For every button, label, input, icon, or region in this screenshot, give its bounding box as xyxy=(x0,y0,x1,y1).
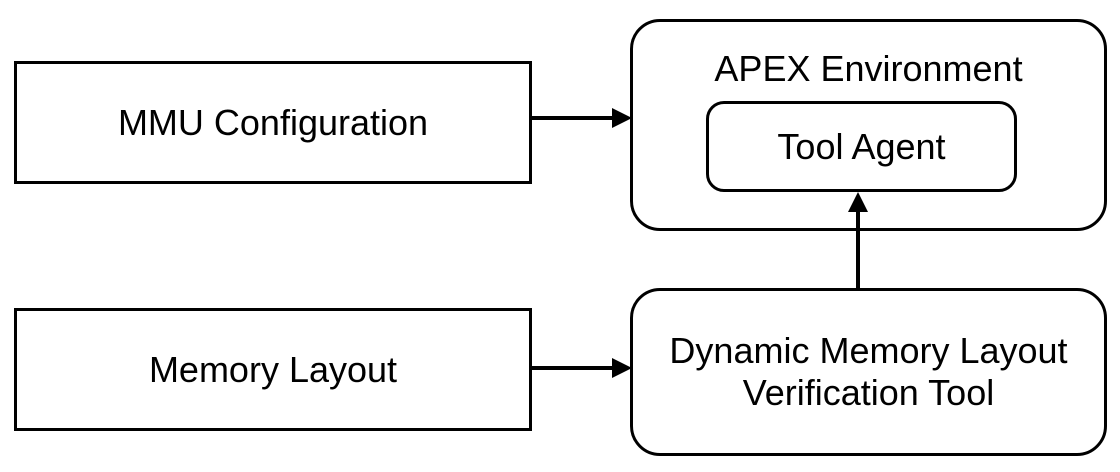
verification-tool-node: Dynamic Memory Layout Verification Tool xyxy=(630,288,1107,456)
tool-agent-node: Tool Agent xyxy=(706,101,1017,192)
verification-tool-label: Dynamic Memory Layout Verification Tool xyxy=(669,330,1068,413)
tool-agent-label: Tool Agent xyxy=(777,125,946,167)
apex-environment-label: APEX Environment xyxy=(714,48,1023,89)
mmu-configuration-label: MMU Configuration xyxy=(117,101,429,143)
edge-mmu-to-apex xyxy=(532,108,632,128)
memory-layout-label: Memory Layout xyxy=(148,348,398,390)
edge-memory-to-verification-tool xyxy=(532,358,632,378)
mmu-configuration-node: MMU Configuration xyxy=(14,61,532,184)
memory-layout-node: Memory Layout xyxy=(14,308,532,431)
